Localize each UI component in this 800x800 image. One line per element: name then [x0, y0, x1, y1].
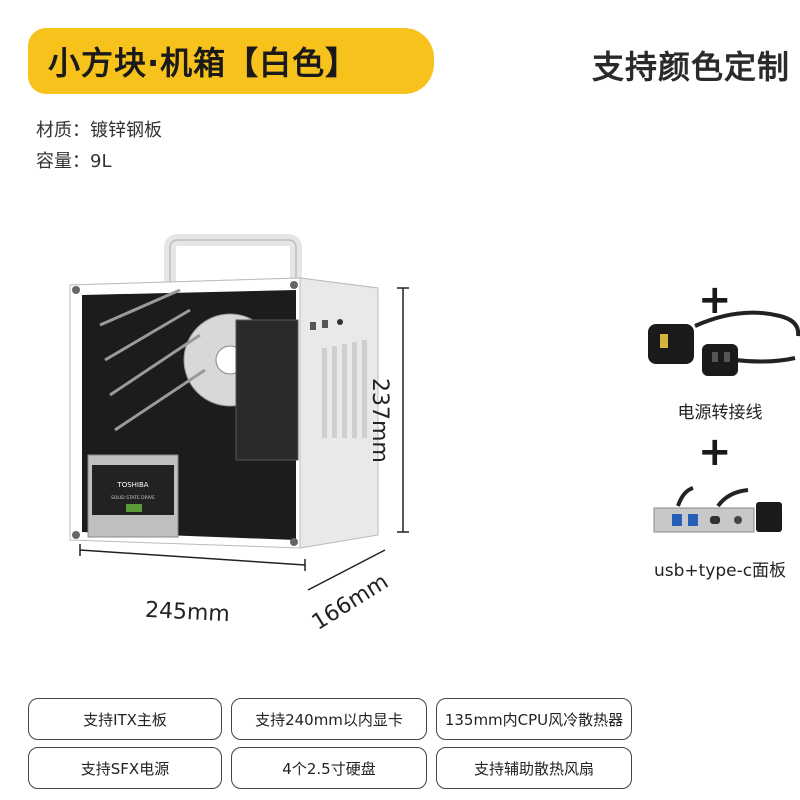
spec-capacity-label: 容量：: [36, 151, 90, 172]
case-illustration: TOSHIBA SOLID STATE DRIVE: [69, 234, 409, 591]
spec-material-label: 材质：: [36, 120, 90, 141]
power-cable-icon: [648, 310, 800, 376]
spec-material: 材质：镀锌钢板: [36, 116, 162, 142]
spec-capacity-value: 9L: [90, 151, 112, 172]
feature-drives: 4个2.5寸硬盘: [231, 747, 427, 789]
plus-icon: +: [698, 429, 732, 475]
feature-fans: 支持辅助散热风扇: [436, 747, 632, 789]
ssd-subtitle: SOLID STATE DRIVE: [111, 495, 155, 501]
feature-itx: 支持ITX主板: [28, 698, 222, 740]
dimension-width: 245mm: [144, 597, 231, 628]
spec-material-value: 镀锌钢板: [90, 120, 162, 141]
ssd-brand: TOSHIBA: [116, 481, 148, 489]
accessory-usb-panel-label: usb+type-c面板: [653, 561, 787, 581]
product-title: 小方块·机箱【白色】: [28, 28, 434, 94]
color-custom-note: 支持颜色定制: [591, 48, 790, 86]
feature-cpu-cooler: 135mm内CPU风冷散热器: [436, 698, 632, 740]
dimension-height: 237mm: [367, 378, 392, 463]
feature-grid: 支持ITX主板 支持240mm以内显卡 135mm内CPU风冷散热器 支持SFX…: [28, 698, 632, 789]
spec-capacity: 容量：9L: [36, 147, 111, 173]
feature-sfx: 支持SFX电源: [28, 747, 222, 789]
plus-icon: +: [698, 277, 732, 323]
accessory-power-cable-label: 电源转接线: [677, 403, 763, 423]
usb-panel-icon: [653, 486, 782, 533]
feature-gpu: 支持240mm以内显卡: [231, 698, 427, 740]
